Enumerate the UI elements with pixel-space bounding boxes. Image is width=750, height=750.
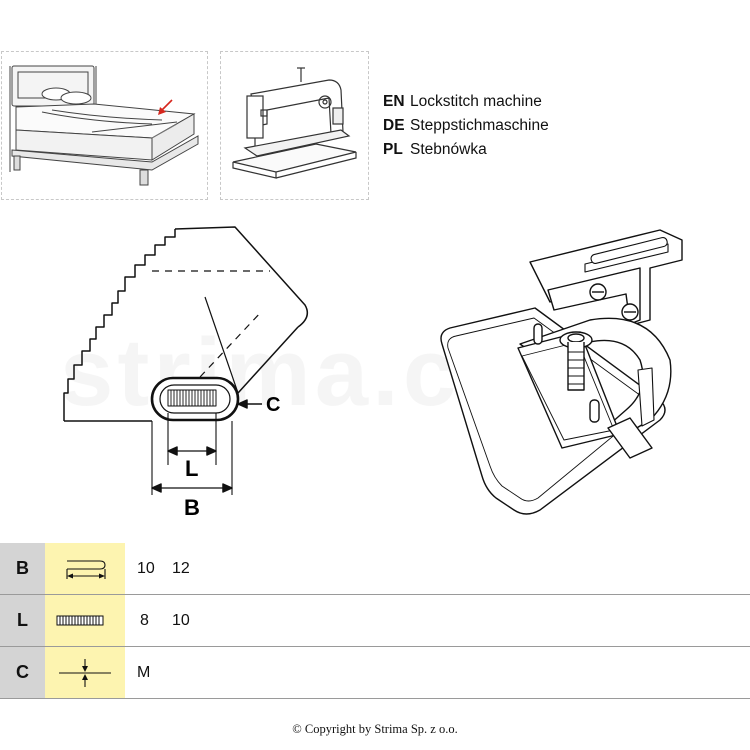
bed-illustration (9, 65, 199, 186)
binder-attachment-diagram (440, 229, 683, 515)
machine-type-en: EN Lockstitch machine (383, 90, 549, 114)
lang-code: EN (383, 93, 405, 110)
tape-serrated-edge (63, 229, 176, 421)
sewing-machine-icon (232, 67, 357, 179)
machine-name: Lockstitch machine (410, 93, 542, 110)
label-c: C (266, 394, 280, 416)
spec-value: 12 (172, 560, 190, 577)
spec-value: 8 (140, 612, 149, 629)
copyright-notice: © Copyright by Strima Sp. z o.o. (292, 722, 458, 736)
spec-value: 10 (137, 560, 155, 577)
machine-type-de: DE Steppstichmaschine (383, 114, 549, 138)
machine-type-list: EN Lockstitch machine DE Steppstichmaschin… (383, 90, 549, 162)
material-thickness-icon (45, 647, 125, 698)
lockstitch-machine-panel (220, 51, 369, 200)
spec-key: B (0, 543, 45, 594)
spec-key: C (0, 647, 45, 698)
spec-row-l: L 8 10 (0, 595, 750, 647)
machine-name: Stebnówka (410, 141, 487, 158)
application-bed-panel (1, 51, 208, 200)
binding-width-icon (45, 543, 125, 594)
label-b: B (184, 495, 200, 520)
spec-value: 10 (172, 612, 190, 629)
spec-row-c: C M (0, 647, 750, 699)
binding-length-icon (45, 595, 125, 646)
binding-fold-diagram: C L B (63, 226, 309, 520)
spec-key: L (0, 595, 45, 646)
label-l: L (185, 456, 198, 481)
lang-code: DE (383, 117, 405, 134)
machine-name: Steppstichmaschine (410, 117, 549, 134)
tape-top-edge (174, 226, 309, 328)
spec-row-b: B 10 12 (0, 543, 750, 595)
lang-code: PL (383, 141, 403, 158)
spec-value: M (137, 664, 151, 681)
machine-type-pl: PL Stebnówka (383, 138, 549, 162)
tape-front-edge (237, 326, 299, 394)
